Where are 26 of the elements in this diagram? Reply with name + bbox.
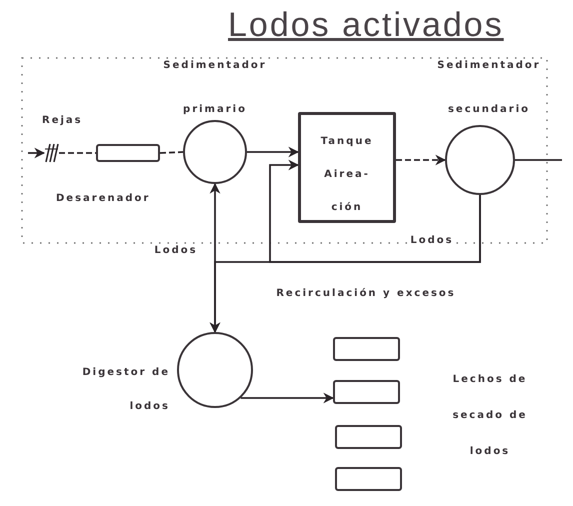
rectangle-symbol — [335, 467, 402, 491]
connector-line — [515, 159, 562, 161]
node-label: Desarenador — [56, 192, 152, 206]
rectangle-symbol — [333, 337, 400, 361]
node-label: Sedimentador primario — [162, 59, 268, 117]
node-text: Tanque Airea- ción — [320, 135, 374, 215]
connector-line — [59, 152, 96, 154]
node-label: Rejas — [42, 114, 84, 128]
rectangle-symbol — [333, 380, 400, 404]
title: Lodos activados — [228, 6, 504, 45]
node-label: Digestor de lodos — [81, 366, 170, 414]
rectangle-symbol — [335, 425, 402, 449]
arrow — [210, 182, 220, 334]
rectangle-symbol — [96, 144, 160, 162]
arrow — [396, 154, 446, 166]
note-text: Lechos de secado de lodos — [452, 373, 528, 459]
bar-screen-icon — [44, 143, 59, 163]
circle-symbol — [183, 120, 247, 184]
arrow — [247, 146, 300, 158]
connector-line — [160, 151, 184, 154]
arrow — [240, 392, 334, 404]
arrow — [28, 148, 46, 158]
node-label: Sedimentador secundario — [436, 59, 542, 117]
circle-symbol — [177, 332, 253, 408]
circle-symbol — [445, 125, 515, 195]
process-box — [298, 112, 396, 223]
